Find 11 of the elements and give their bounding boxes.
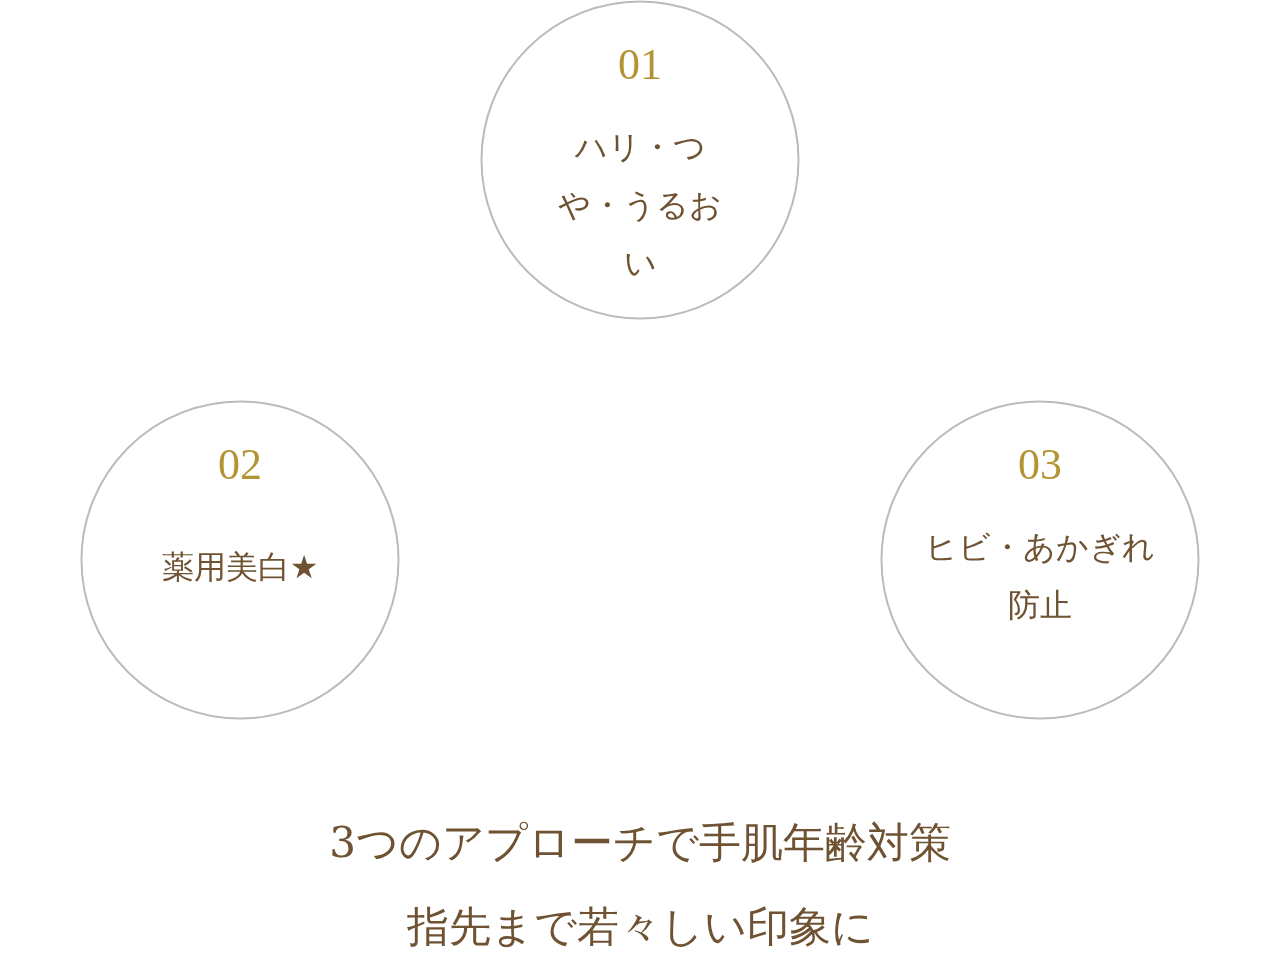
step-number: 02 xyxy=(217,440,263,490)
feature-text: ヒビ・あかぎれ防止 xyxy=(924,527,1156,626)
step-number: 01 xyxy=(617,40,663,90)
tagline-text: 指先まで若々しい印象に xyxy=(406,902,874,952)
step-number: 03 xyxy=(1017,440,1063,490)
feature-text: 薬用美白★ xyxy=(160,547,320,588)
circle-node xyxy=(480,0,800,320)
circle-node xyxy=(880,400,1200,720)
feature-text: ハリ・つや・うるおい xyxy=(557,127,723,284)
tagline-text: 3つのアプローチで手肌年齢対策 xyxy=(329,818,951,868)
circle-node xyxy=(80,400,400,720)
